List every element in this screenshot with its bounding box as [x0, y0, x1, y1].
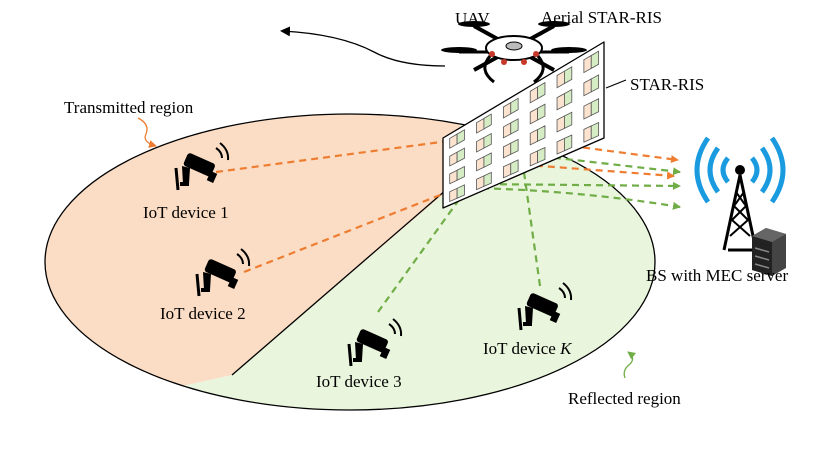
device2-label: IoT device 2 [160, 304, 246, 323]
star-ris-panel [442, 41, 605, 209]
link-device3-ris [377, 189, 467, 313]
ris-element [483, 113, 492, 130]
ris-element [564, 88, 573, 107]
link-device1-ris [215, 136, 457, 174]
link-ris-bs-orange-1 [487, 133, 679, 164]
drone-icon [441, 21, 587, 84]
ris-element [537, 125, 546, 142]
ris-element [483, 152, 492, 168]
ris-element [456, 147, 465, 163]
ris-element [510, 138, 519, 155]
reflect-links [377, 153, 681, 313]
deviceK-label-prefix: IoT device [483, 339, 560, 358]
ris-element [456, 165, 465, 181]
ris-elements [449, 50, 600, 203]
link-ris-bs-green-3 [469, 186, 681, 210]
transmitted-region-area [45, 114, 460, 410]
ris-element [510, 118, 519, 135]
transmit-links [215, 133, 679, 274]
coverage-ellipse [44, 113, 656, 411]
link-ris-bs-green-2 [475, 181, 681, 190]
transmitted-region-label: Transmitted region [64, 98, 194, 117]
ris-element [483, 171, 492, 187]
ris-element [590, 98, 600, 116]
transmitted-region-pointer [137, 117, 157, 148]
ris-element [590, 74, 600, 93]
device3-label: IoT device 3 [316, 372, 402, 391]
bs-label: BS with MEC server [646, 266, 788, 285]
ris-element [590, 121, 600, 140]
aerial-star-ris-label: Aerial STAR-RIS [541, 8, 662, 27]
ris-element [564, 111, 573, 129]
reflected-region-pointer [623, 351, 636, 379]
ris-element [510, 159, 519, 176]
ris-element [564, 66, 573, 85]
coverage-regions [45, 114, 655, 410]
device1-label: IoT device 1 [143, 203, 229, 222]
deviceK-label-var: K [559, 339, 573, 358]
link-deviceK-ris [519, 157, 542, 287]
uav-label: UAV [455, 9, 490, 28]
ris-element [537, 81, 546, 100]
ris-element [456, 129, 465, 145]
deviceK-label: IoT device K [483, 339, 573, 358]
region-divider [231, 189, 447, 376]
ris-element [590, 50, 600, 70]
ris-element [510, 97, 519, 115]
server-icon [752, 228, 786, 276]
ris-element [456, 184, 465, 199]
link-device2-ris [243, 186, 459, 274]
reflected-region-label: Reflected region [568, 389, 681, 408]
ris-element [564, 134, 573, 152]
reflected-region-area [45, 114, 655, 410]
ris-element [537, 146, 546, 164]
ris-element [537, 103, 546, 121]
star-ris-label: STAR-RIS [630, 75, 704, 94]
ris-element [483, 132, 492, 149]
uav-trajectory-arrow [280, 26, 446, 67]
cell-tower-icon [694, 136, 786, 252]
star-ris-pointer [605, 79, 627, 89]
